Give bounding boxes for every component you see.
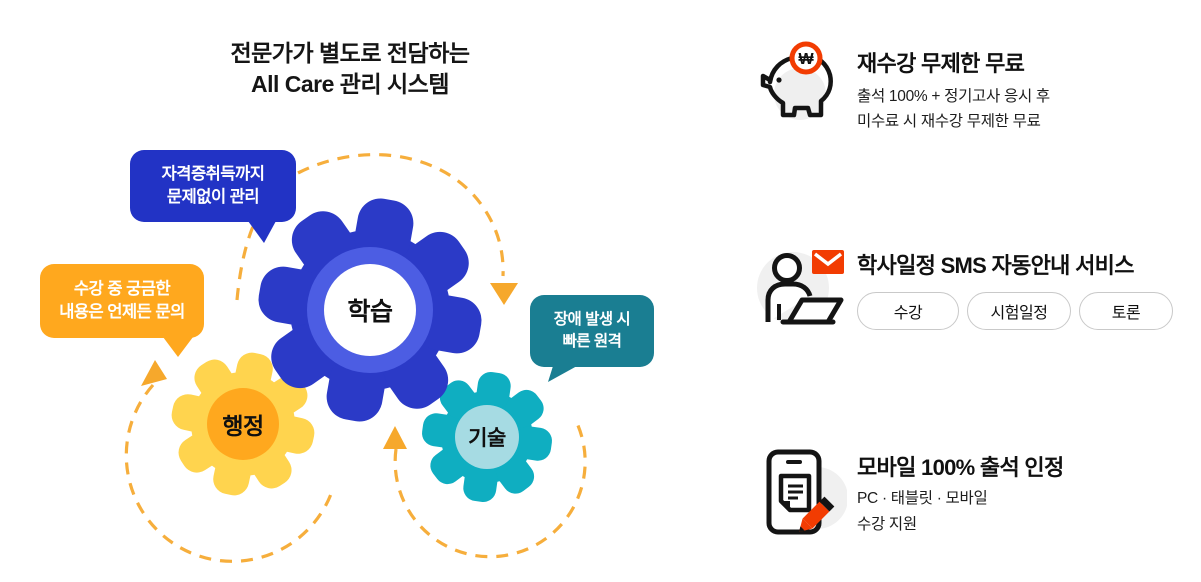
arrow-up-icon [383,426,407,449]
bubble-inquiry-line1: 수강 중 궁금한 [73,280,171,298]
mobile-pencil-icon [766,449,847,535]
bubble-anytime-inquiry: 수강 중 궁금한 내용은 언제든 문의 [40,264,204,357]
bubble-remote-line2: 빠른 원격 [562,333,622,350]
diagram-title: 전문가가 별도로 전담하는 All Care 관리 시스템 [120,38,580,100]
bubble-certificate-care: 자격증취득까지 문제없이 관리 [130,150,296,243]
bubble-tail [163,337,193,357]
sms-laptop-icon [757,250,844,325]
feature-retake-desc-line1: 출석 100% + 정기고사 응시 후 [857,88,1050,105]
feature-retake-title: 재수강 무제한 무료 [857,51,1025,76]
flow-arrowheads [141,283,518,449]
bubble-certificate-line2: 문제없이 관리 [166,188,260,206]
diagram-title-line2: All Care 관리 시스템 [250,71,450,97]
feature-retake-desc-line2: 미수료 시 재수강 무제한 무료 [857,113,1041,130]
feature-mobile-desc-line1: PC · 태블릿 · 모바일 [857,490,988,507]
bubble-remote-line1: 장애 발생 시 [553,311,631,328]
gear-administration [171,352,315,496]
flow-arc-right [393,420,587,559]
gear-label-administration: 행정 [222,413,264,439]
bubble-tail [548,366,577,382]
gear-flow-graphic [124,153,587,563]
tag-exam-schedule: 시험일정 [967,292,1071,330]
arrow-up-left-icon [141,360,167,386]
tag-discussion: 토론 [1079,292,1173,330]
gear-label-technology: 기술 [468,427,506,450]
piggy-bank-icon: ₩ [760,41,833,120]
feature-retake-desc: 출석 100% + 정기고사 응시 후 미수료 시 재수강 무제한 무료 [857,84,1050,134]
feature-sms-title: 학사일정 SMS 자동안내 서비스 [857,253,1134,278]
tag-course: 수강 [857,292,959,330]
feature-mobile-title: 모바일 100% 출석 인정 [857,455,1064,480]
gear-label-learning: 학습 [347,298,393,326]
feature-mobile-desc-line2: 수강 지원 [857,516,917,533]
sms-tag-list: 수강 시험일정 토론 [857,292,1173,330]
feature-mobile-desc: PC · 태블릿 · 모바일 수강 지원 [857,486,988,538]
bubble-inquiry-line2: 내용은 언제든 문의 [59,303,185,321]
diagram-title-line1: 전문가가 별도로 전담하는 [230,40,470,66]
gear-learning [258,198,482,422]
bubble-tail [248,221,276,243]
bubble-remote-support: 장애 발생 시 빠른 원격 [530,295,654,382]
bubble-certificate-line1: 자격증취득까지 [161,165,265,183]
gear-technology [422,372,552,502]
won-symbol: ₩ [798,51,814,68]
arrow-down-icon [490,283,518,305]
